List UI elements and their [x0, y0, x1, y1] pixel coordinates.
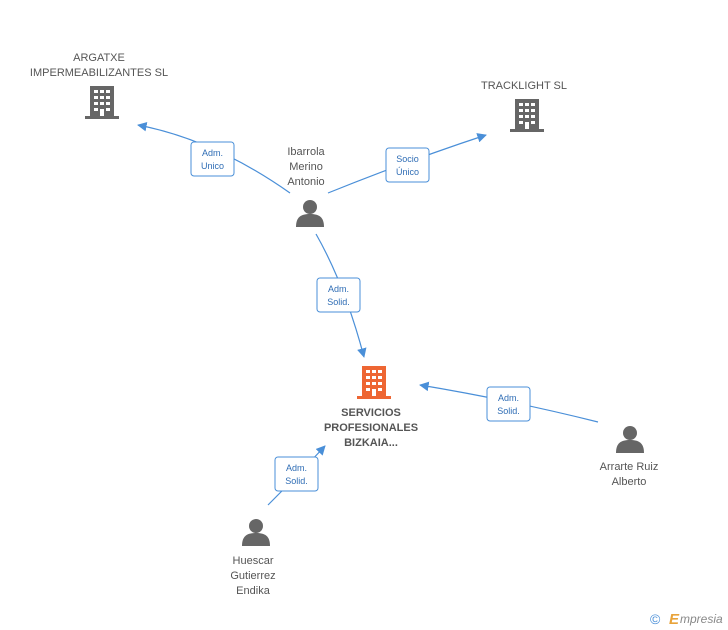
- edge-label-line1: Adm.: [328, 284, 349, 294]
- node-label-line2: Gutierrez: [230, 570, 275, 582]
- node-label-line3: Endika: [236, 585, 271, 597]
- node-label-line1: TRACKLIGHT SL: [481, 80, 567, 92]
- edge-label-line1: Socio: [396, 154, 419, 164]
- edge-label-line2: Solid.: [497, 406, 520, 416]
- copyright-icon: ©: [650, 611, 661, 627]
- node-label-line2: IMPERMEABILIZANTES SL: [30, 67, 168, 79]
- edge-label-line1: Adm.: [498, 393, 519, 403]
- node-label-line1: SERVICIOS: [341, 407, 401, 419]
- node-tracklight[interactable]: TRACKLIGHT SL: [481, 80, 567, 132]
- edge-label-line2: Unico: [201, 161, 224, 171]
- edge-label-arrarte-servicios: Adm. Solid.: [486, 386, 531, 422]
- edge-label-ibarrola-argatxe: Adm. Unico: [190, 141, 235, 177]
- building-icon: [85, 86, 119, 119]
- building-icon: [510, 99, 544, 132]
- node-label-line1: Huescar: [233, 555, 274, 567]
- node-huescar[interactable]: Huescar Gutierrez Endika: [230, 519, 276, 597]
- edge-label-huescar-servicios: Adm. Solid.: [274, 456, 319, 492]
- edge-label-line1: Adm.: [202, 148, 223, 158]
- building-icon: [357, 366, 391, 399]
- node-label-line2: PROFESIONALES: [324, 422, 418, 434]
- person-icon: [296, 200, 324, 227]
- node-label-line1: ARGATXE: [73, 52, 125, 64]
- brand-initial: E: [669, 611, 680, 628]
- edge-label-line2: Único: [396, 167, 419, 177]
- node-label-line2: Merino: [289, 161, 323, 173]
- edge-label-line2: Solid.: [285, 476, 308, 486]
- node-label-line1: Ibarrola: [287, 146, 325, 158]
- node-label-line3: BIZKAIA...: [344, 437, 398, 449]
- person-icon: [616, 426, 644, 453]
- edge-label-line2: Solid.: [327, 297, 350, 307]
- edge-label-line1: Adm.: [286, 463, 307, 473]
- edge-label-ibarrola-servicios: Adm. Solid.: [316, 277, 361, 313]
- brand-footer[interactable]: © E mpresia: [650, 611, 723, 628]
- node-servicios[interactable]: SERVICIOS PROFESIONALES BIZKAIA...: [324, 366, 418, 449]
- node-label-line1: Arrarte Ruiz: [600, 461, 659, 473]
- brand-name: mpresia: [680, 612, 723, 626]
- node-arrarte[interactable]: Arrarte Ruiz Alberto: [600, 426, 659, 488]
- node-ibarrola[interactable]: Ibarrola Merino Antonio: [287, 146, 326, 227]
- node-label-line3: Antonio: [287, 176, 324, 188]
- node-label-line2: Alberto: [612, 476, 647, 488]
- person-icon: [242, 519, 270, 546]
- edge-label-ibarrola-tracklight: Socio Único: [385, 147, 430, 183]
- node-argatxe[interactable]: ARGATXE IMPERMEABILIZANTES SL: [30, 52, 168, 119]
